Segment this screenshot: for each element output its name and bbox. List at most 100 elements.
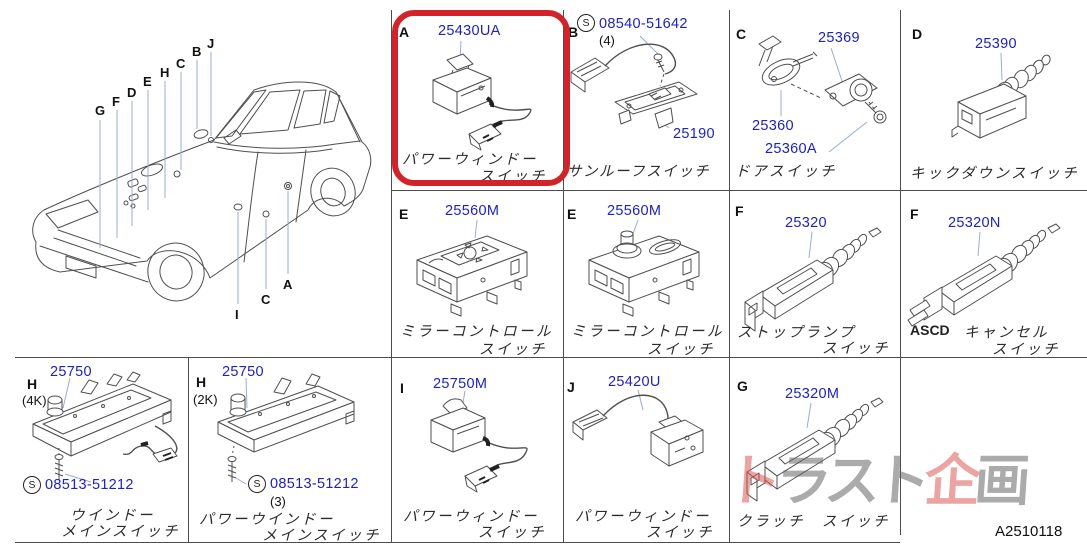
part-caption: パワーウィンドー (575, 509, 711, 525)
part-number: 25750M (433, 376, 488, 392)
cell-letter: A (399, 24, 410, 40)
part-cell-f1: F 25320 ストップランプ スイッチ (729, 190, 900, 357)
part-number: 08513-51212 (45, 477, 134, 493)
part-caption: サンルーフスイッチ (567, 164, 711, 180)
part-number: 25750 (222, 364, 264, 380)
part-qty: (2K) (193, 392, 218, 407)
car-position-label-i: I (235, 307, 239, 322)
cell-letter: G (737, 378, 748, 394)
part-cell-h1: H (4K) 25750 S 08513-51212 ウインドー メインスイッチ (15, 358, 188, 542)
car-position-label-e: E (143, 74, 152, 89)
part-number: 25420U (608, 374, 661, 390)
part-number: 25430UA (438, 23, 501, 39)
part-caption: ミラーコントロール (400, 324, 553, 340)
car-location-panel: G F D E H C B J I C A (0, 10, 391, 357)
part-caption: ミラーコントロール (571, 324, 724, 340)
grid-line (729, 10, 730, 542)
part-caption: ウインドー (70, 508, 155, 524)
part-caption: キャンセル (964, 325, 1049, 341)
part-caption: パワーウインドー (199, 512, 335, 528)
switch-art-f2 (900, 190, 1087, 357)
part-number: 25360A (765, 141, 817, 157)
part-caption: メインスイッチ (61, 524, 180, 540)
s-mark: S (577, 14, 595, 32)
part-caption: スイッチ (646, 525, 714, 541)
car-position-label-g: G (95, 103, 105, 118)
part-caption: クラッチ スイッチ (737, 514, 890, 530)
switch-art-d (900, 10, 1087, 190)
part-cell-c: C 25369 25360 25360A ドアスイッチ (729, 10, 900, 190)
switch-art-j (563, 358, 729, 542)
car-position-label-d: D (127, 85, 136, 100)
s-mark: S (248, 475, 266, 493)
grid-line (391, 190, 1087, 191)
part-number: 08513-51212 (270, 476, 359, 492)
part-caption: パワーウィンドー (402, 152, 538, 168)
part-caption: ストップランプ (737, 325, 856, 341)
switch-art-f1 (729, 190, 900, 357)
cell-letter: D (912, 26, 923, 42)
part-qty: (4) (599, 33, 615, 48)
part-caption: ASCD (910, 322, 950, 338)
car-position-label-h: H (160, 65, 169, 80)
part-number: 08540-51642 (599, 16, 688, 32)
grid-line (15, 542, 900, 543)
switch-art-h1 (15, 358, 188, 542)
part-number: 25560M (445, 203, 500, 219)
part-number: 25750 (50, 364, 92, 380)
cell-letter: H (196, 374, 207, 390)
switch-art-c (729, 10, 900, 190)
switch-art-e2 (563, 190, 729, 357)
car-position-label-f: F (112, 94, 120, 109)
part-number: 25560M (607, 203, 662, 219)
part-caption: スイッチ (647, 342, 715, 358)
part-caption: パワーウィンドー (403, 509, 539, 525)
cell-letter: E (567, 206, 577, 222)
cell-letter: E (399, 206, 409, 222)
cell-letter: C (736, 26, 747, 42)
grid-line (15, 357, 1087, 358)
grid-line (391, 10, 392, 542)
grid-line (900, 10, 901, 535)
switch-art-h2 (190, 358, 391, 542)
watermark-char: 画 (972, 451, 1027, 513)
cell-letter: H (27, 376, 38, 392)
document-code: A2510118 (995, 523, 1063, 540)
part-cell-b: B S 08540-51642 (4) 25190 サンルーフスイッチ (563, 10, 729, 190)
part-caption: ドアスイッチ (735, 164, 837, 180)
part-cell-j: J 25420U パワーウィンドー スイッチ (563, 358, 729, 542)
grid-line (563, 10, 564, 542)
switch-art-i (391, 358, 563, 542)
s-mark: S (23, 476, 41, 494)
part-number: 25190 (673, 126, 715, 142)
part-cell-d: D 25390 キックダウンスイッチ (900, 10, 1087, 190)
part-number: 25360 (752, 118, 794, 134)
part-cell-g: G 25320M クラッチ スイッチ (729, 358, 900, 542)
cell-letter: J (567, 379, 575, 395)
part-qty: (4K) (22, 393, 47, 408)
cell-letter: I (400, 380, 404, 396)
switch-art-e1 (391, 190, 563, 357)
car-illustration: G F D E H C B J I C A (0, 36, 391, 322)
car-position-label-b: B (192, 44, 201, 59)
part-number: 25390 (975, 36, 1017, 52)
part-cell-f2: F 25320N ASCD キャンセル スイッチ (900, 190, 1087, 358)
switch-art-a (391, 10, 563, 190)
part-number: 25320N (948, 215, 1001, 231)
part-number: 25369 (818, 30, 860, 46)
part-qty: (3) (270, 494, 286, 509)
part-caption: スイッチ (479, 342, 547, 358)
cell-letter: F (735, 203, 744, 219)
part-cell-e1: E 25560M ミラーコントロール スイッチ (391, 190, 563, 358)
part-number: 25320 (785, 215, 827, 231)
part-caption: キックダウンスイッチ (910, 166, 1080, 182)
switch-art-g (729, 358, 900, 542)
part-caption: スイッチ (992, 342, 1060, 358)
part-caption: スイッチ (479, 169, 547, 185)
part-caption: スイッチ (822, 341, 890, 357)
watermark-char: 企 (922, 451, 977, 513)
part-caption: スイッチ (478, 525, 546, 541)
part-cell-a: A 25430UA パワーウィンドー スイッチ (391, 10, 563, 190)
part-cell-e2: E 25560M ミラーコントロール スイッチ (563, 190, 729, 358)
part-cell-i: I 25750M パワーウィンドー スイッチ (391, 358, 563, 542)
